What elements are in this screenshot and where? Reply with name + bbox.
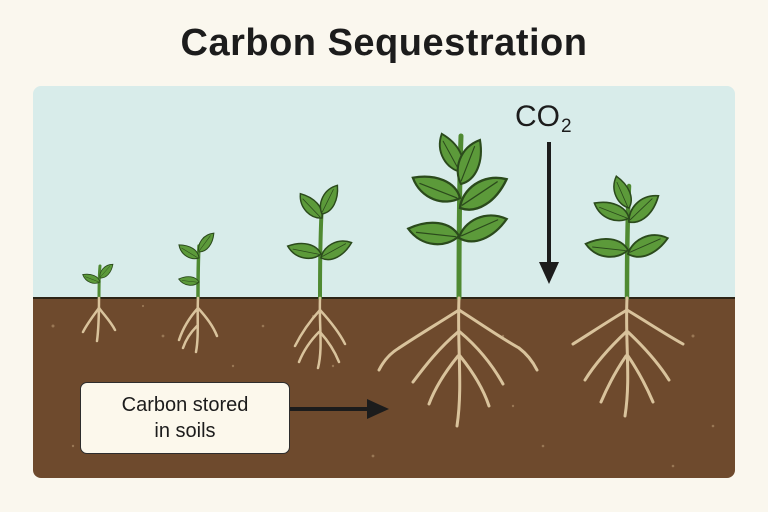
plant-sapling-3 bbox=[284, 181, 356, 370]
diagram-title: Carbon Sequestration bbox=[180, 22, 588, 64]
callout-line-1: Carbon stored bbox=[121, 394, 249, 416]
plant-seedling-2 bbox=[175, 229, 219, 354]
co2-subscript: 2 bbox=[561, 116, 572, 137]
soil-carbon-arrow bbox=[290, 399, 389, 419]
plant-mature-5 bbox=[571, 173, 685, 418]
scene-illustration bbox=[33, 86, 735, 478]
soil-carbon-callout: Carbon stored in soils bbox=[80, 382, 290, 454]
co2-label: CO2 bbox=[515, 100, 572, 138]
callout-line-2: in soils bbox=[154, 420, 216, 442]
plant-seedling-1 bbox=[80, 261, 117, 343]
plant-mature-4 bbox=[377, 129, 539, 428]
co2-main-text: CO bbox=[515, 100, 560, 133]
scene bbox=[33, 86, 735, 478]
co2-arrow bbox=[539, 142, 559, 284]
